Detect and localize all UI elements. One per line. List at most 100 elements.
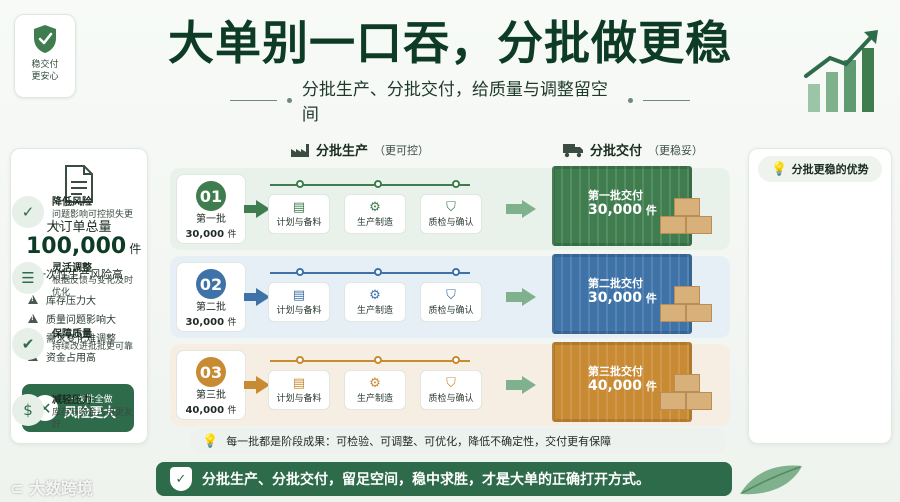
factory-icon <box>291 143 309 157</box>
batch-name: 第三批 <box>196 390 226 401</box>
cargo-boxes-icon <box>658 374 714 414</box>
arrow-icon <box>506 376 536 394</box>
clipboard-icon: ▤ <box>292 288 306 303</box>
advantage-item: ☰ 灵活调整 根据反馈与变化及时优化 <box>12 262 140 299</box>
advantage-item: $ 减轻压力 库存与资金占用更友好 <box>12 394 140 431</box>
container-qty: 30,000 件 <box>588 290 657 306</box>
advantage-desc: 问题影响可控损失更小 <box>52 210 134 232</box>
clipboard-icon: ▤ <box>292 376 306 391</box>
timeline-dot <box>374 268 382 276</box>
batch-name: 第一批 <box>196 214 226 225</box>
danger-line1: 一次性全做 <box>67 395 113 405</box>
step-card: ⛉ 质检与确认 <box>420 194 482 234</box>
divider-dot <box>287 97 292 103</box>
subtitle-row: 分批生产、分批交付，给质量与调整留空间 <box>230 80 690 125</box>
step-card: ⛉ 质检与确认 <box>420 370 482 410</box>
order-total-unit: 件 <box>129 242 142 256</box>
order-total-value: 100,000 <box>26 234 127 259</box>
document-icon <box>65 165 93 203</box>
batch-qty-line: 40,000 件 <box>185 405 237 416</box>
badge-check-icon: ✔ <box>12 328 44 360</box>
batch-number: 01 <box>196 181 226 211</box>
note-bar: 💡 每一批都是阶段成果：可检验、可调整、可优化，降低不确定性，交付更有保障 <box>190 428 726 454</box>
gear-icon: ⚙ <box>369 200 381 215</box>
timeline-dot <box>374 180 382 188</box>
timeline-dot <box>296 268 304 276</box>
arrow-icon <box>244 288 270 306</box>
arrow-icon <box>506 288 536 306</box>
timeline-dot <box>452 356 460 364</box>
container-label: 第三批交付 <box>588 365 643 378</box>
container-label: 第二批交付 <box>588 277 643 290</box>
container-label: 第一批交付 <box>588 189 643 202</box>
divider <box>643 99 690 101</box>
risk-title: 一次性生产风险高 <box>35 268 123 281</box>
timeline <box>270 272 470 274</box>
cargo-boxes-icon <box>658 286 714 326</box>
advantage-item: ✓ 降低风险 问题影响可控损失更小 <box>12 196 140 233</box>
batch-badge: 03 第三批 40,000 件 <box>176 350 246 420</box>
step-card: ⚙ 生产制造 <box>344 194 406 234</box>
batch-number: 02 <box>196 269 226 299</box>
order-total: 100,000 件 <box>26 234 141 259</box>
advantage-title: 减轻压力 <box>52 395 92 406</box>
badge-line2: 更安心 <box>31 72 59 82</box>
step-card: ⛉ 质检与确认 <box>420 282 482 322</box>
advantage-title: 灵活调整 <box>52 263 92 274</box>
risk-item: 质量问题影响大 <box>28 309 116 328</box>
stable-delivery-badge: 稳交付 更安心 <box>14 14 76 98</box>
timeline-dot <box>452 180 460 188</box>
batch-qty-line: 30,000 件 <box>185 229 237 240</box>
warning-icon <box>28 314 38 323</box>
growth-chart-icon <box>804 30 878 112</box>
production-header: 分批生产 （更可控） <box>290 140 429 159</box>
step-card: ⚙ 生产制造 <box>344 282 406 322</box>
timeline-dot <box>296 180 304 188</box>
timeline-dot <box>296 356 304 364</box>
container-qty: 30,000 件 <box>588 202 657 218</box>
advantages-title: 💡 分批更稳的优势 <box>758 156 882 182</box>
shield-icon: ⛉ <box>446 200 456 215</box>
shield-check-icon <box>34 25 56 53</box>
timeline <box>270 360 470 362</box>
timeline-dot <box>452 268 460 276</box>
lightbulb-icon: 💡 <box>202 433 219 449</box>
advantages-card <box>748 148 892 444</box>
watermark: ⊂ 大数跨境 <box>10 479 93 498</box>
warning-icon <box>28 295 38 304</box>
shield-check-icon: ✓ <box>170 467 192 491</box>
danger-line2: 风险更大 <box>64 406 117 421</box>
bulb-icon: 💡 <box>771 161 788 177</box>
order-total-label: 大订单总量 <box>46 220 112 235</box>
cargo-boxes-icon <box>658 198 714 238</box>
divider <box>230 99 277 101</box>
badge-line1: 稳交付 <box>31 60 59 70</box>
advantage-title: 降低风险 <box>52 197 92 208</box>
batch-name: 第二批 <box>196 302 226 313</box>
advantage-title: 保障质量 <box>52 329 92 340</box>
batch-qty-line: 30,000 件 <box>185 317 237 328</box>
gear-icon: ⚙ <box>369 376 381 391</box>
divider-dot <box>628 97 633 103</box>
risk-item: 库存压力大 <box>28 290 116 309</box>
note-text: 每一批都是阶段成果：可检验、可调整、可优化，降低不确定性，交付更有保障 <box>226 435 612 448</box>
container-qty: 40,000 件 <box>588 378 657 394</box>
truck-icon <box>563 143 583 157</box>
shield-icon: ⛉ <box>446 376 456 391</box>
batch-badge: 02 第二批 30,000 件 <box>176 262 246 332</box>
advantage-desc: 库存与资金占用更友好 <box>52 408 134 430</box>
delivery-header: 分批交付 （更稳妥） <box>562 140 703 159</box>
arrow-icon <box>244 200 270 218</box>
step-card: ▤ 计划与备料 <box>268 370 330 410</box>
advantage-desc: 持续改进批批更可靠 <box>52 342 134 352</box>
leaf-icon <box>740 465 802 495</box>
gear-icon: ⚙ <box>369 288 381 303</box>
timeline <box>270 184 470 186</box>
batch-number: 03 <box>196 357 226 387</box>
arrow-icon <box>506 200 536 218</box>
arrow-icon <box>244 376 270 394</box>
batch-badge: 01 第一批 30,000 件 <box>176 174 246 244</box>
shield-check-icon: ✓ <box>12 196 44 228</box>
clipboard-icon: ▤ <box>292 200 306 215</box>
advantage-desc: 根据反馈与变化及时优化 <box>52 276 134 298</box>
